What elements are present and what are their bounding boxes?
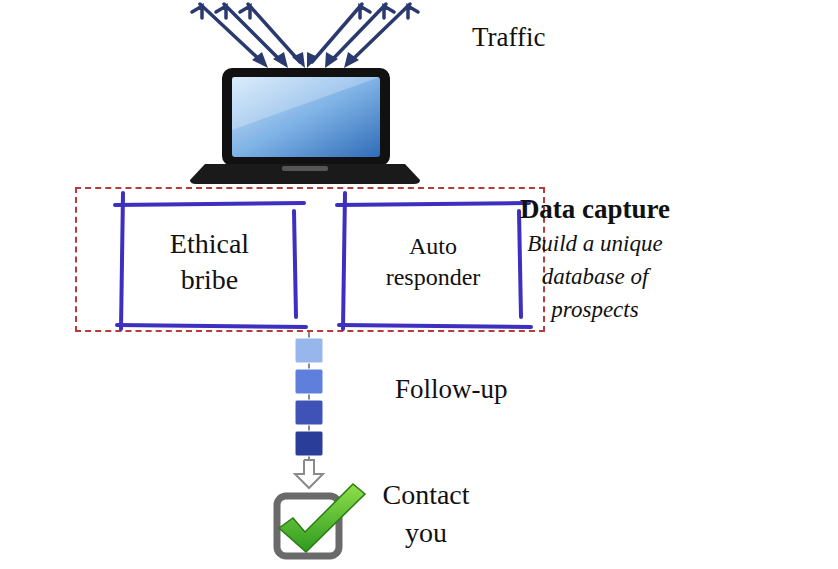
sketch-box: Ethical bribe xyxy=(117,197,302,327)
box-text-holder: Auto responder xyxy=(339,197,527,327)
flow-label: Traffic xyxy=(472,22,546,53)
sketch-outline xyxy=(117,197,302,327)
laptop xyxy=(190,68,420,184)
sketch-outline xyxy=(339,197,527,327)
data-capture-region: Ethical bribeAuto responderData captureB… xyxy=(75,187,545,332)
follow-up-connector xyxy=(295,332,323,488)
box-label: Auto responder xyxy=(373,231,493,293)
box-label: Ethical bribe xyxy=(145,226,275,299)
checkbox-node: Contact you xyxy=(273,490,345,562)
section-note: Build a unique database of prospects xyxy=(506,227,684,326)
side-caption: Data captureBuild a unique database of p… xyxy=(495,191,695,326)
connector-label: Follow-up xyxy=(395,374,508,405)
section-heading: Data capture xyxy=(495,191,695,227)
checkbox-symbol xyxy=(273,490,345,562)
sketch-box: Auto responder xyxy=(339,197,527,327)
outcome-label: Contact you xyxy=(365,476,487,552)
box-text-holder: Ethical bribe xyxy=(117,197,302,327)
arrow-heads xyxy=(252,52,359,68)
traffic-arrows xyxy=(192,4,418,62)
